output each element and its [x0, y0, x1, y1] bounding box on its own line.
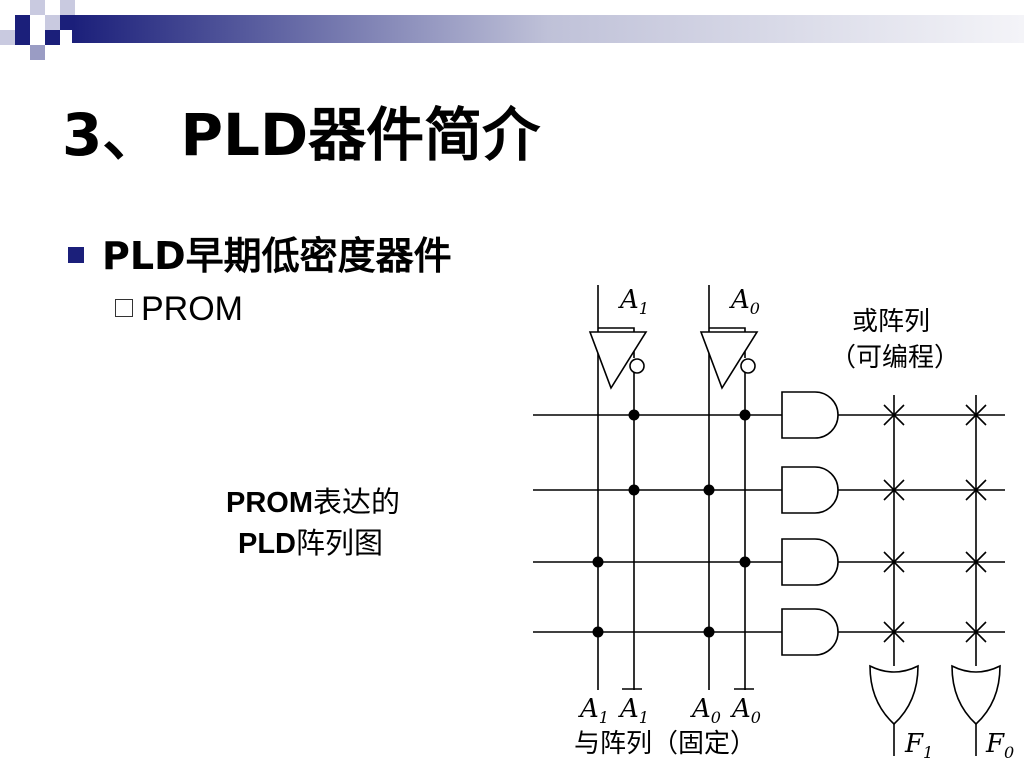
- hollow-square-bullet-icon: [115, 299, 133, 318]
- deco-square: [15, 30, 30, 45]
- caption-text-2: 阵列图: [296, 526, 384, 560]
- label-output-f0: F0: [985, 729, 1014, 762]
- and-gate-1-icon: [781, 391, 839, 439]
- header-decoration: [0, 0, 1024, 60]
- label-or-array: 或阵列: [852, 307, 930, 337]
- cross-icon: [883, 479, 905, 501]
- deco-square: [60, 15, 75, 30]
- deco-square: [45, 15, 60, 30]
- inverter-bubble-a1-icon: [629, 358, 645, 374]
- label-bottom-a0-bar: A0: [730, 694, 761, 727]
- bullet-level2-text: PROM: [141, 290, 243, 328]
- square-bullet-icon: [68, 246, 84, 263]
- and-gate-4-icon: [781, 608, 839, 656]
- cross-icon: [965, 551, 987, 573]
- bullet-level1: PLD早期低密度器件: [68, 225, 452, 280]
- label-bottom-a0: A0: [690, 694, 721, 727]
- cross-icon: [883, 404, 905, 426]
- cross-icon: [883, 621, 905, 643]
- bullet-level1-text: PLD早期低密度器件: [102, 234, 452, 278]
- connection-dot: [592, 556, 604, 568]
- connection-dot: [628, 409, 640, 421]
- or-gate-f0-icon: [951, 664, 1001, 726]
- connection-dot: [703, 626, 715, 638]
- caption-text-1: 表达的: [313, 485, 401, 519]
- label-output-f1: F1: [904, 729, 933, 762]
- bullet-level2: PROM: [115, 290, 243, 329]
- inverter-bubble-a0-icon: [740, 358, 756, 374]
- caption-bold-2: PLD: [238, 528, 296, 560]
- caption-line-2: PLD阵列图: [226, 523, 400, 564]
- connection-dot: [739, 409, 751, 421]
- deco-square: [0, 30, 15, 45]
- label-bottom-a1-bar: A1: [618, 694, 649, 727]
- caption-bold-1: PROM: [226, 487, 313, 519]
- deco-square: [60, 0, 75, 15]
- label-bottom-a1: A1: [578, 694, 609, 727]
- and-gate-3-icon: [781, 538, 839, 586]
- or-gate-f1-icon: [869, 664, 919, 726]
- connection-dot: [703, 484, 715, 496]
- cross-icon: [965, 621, 987, 643]
- deco-square: [30, 45, 45, 60]
- deco-square: [45, 30, 60, 45]
- caption-line-1: PROM表达的: [226, 482, 400, 523]
- label-or-array-programmable: （可编程）: [830, 343, 960, 373]
- fixed-dot-group: [592, 409, 751, 638]
- and-gate-2-icon: [781, 466, 839, 514]
- deco-square: [30, 0, 45, 15]
- cross-icon: [965, 404, 987, 426]
- connection-dot: [739, 556, 751, 568]
- deco-square: [15, 15, 30, 30]
- label-input-a0: A0: [729, 285, 760, 318]
- cross-icon: [965, 479, 987, 501]
- inverter-a0-icon: [699, 331, 759, 390]
- header-gradient-bar: [72, 15, 1024, 43]
- connection-dot: [592, 626, 604, 638]
- connection-dot: [628, 484, 640, 496]
- inverter-a1-icon: [588, 331, 648, 390]
- cross-icon: [883, 551, 905, 573]
- label-and-array-fixed: 与阵列（固定）: [574, 729, 756, 759]
- label-input-a1: A1: [618, 285, 649, 318]
- slide-title: 3、 PLD器件简介: [62, 101, 541, 169]
- diagram-caption: PROM表达的 PLD阵列图: [226, 482, 400, 564]
- programmable-cross-group: [883, 404, 987, 643]
